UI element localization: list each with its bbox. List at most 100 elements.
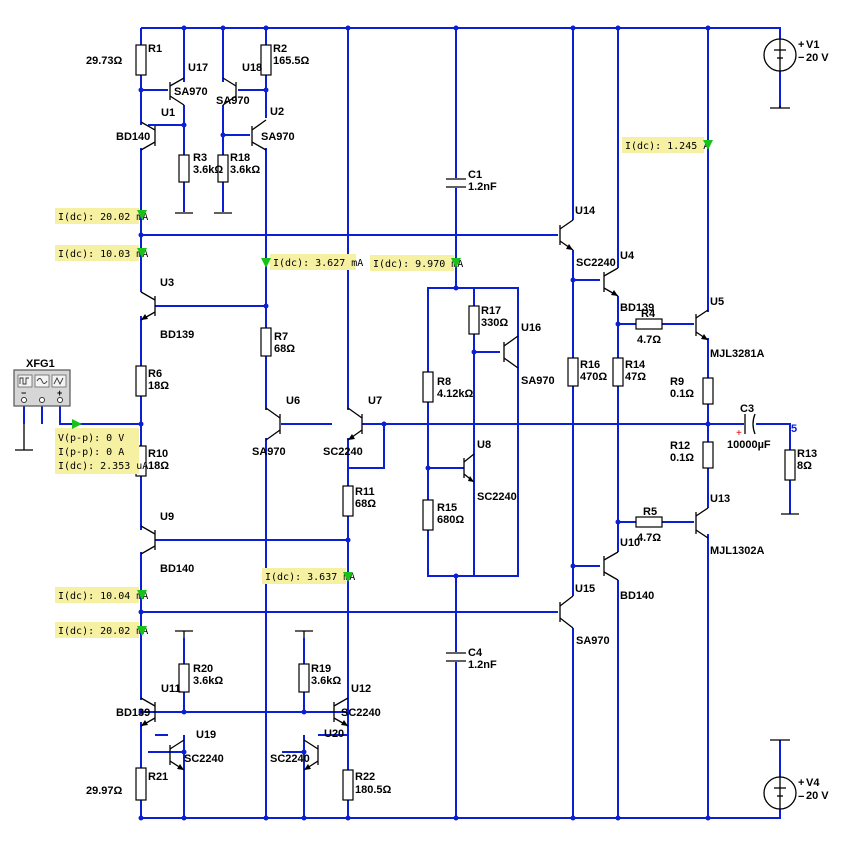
resistor-r2[interactable] xyxy=(260,44,272,76)
probe-3[interactable]: I(dc): 3.627 mA xyxy=(261,254,363,270)
capacitor-c4[interactable] xyxy=(446,652,466,662)
svg-text:MJL3281A: MJL3281A xyxy=(710,348,764,360)
svg-text:U4: U4 xyxy=(620,250,635,262)
transistor-u13[interactable] xyxy=(695,507,709,539)
svg-text:R2: R2 xyxy=(273,43,287,55)
probe-input[interactable]: V(p-p): 0 V I(p-p): 0 A I(dc): 2.353 uA xyxy=(55,419,148,474)
resistor-r13[interactable] xyxy=(784,449,796,481)
transistor-u6[interactable] xyxy=(265,407,281,441)
transistor-u5[interactable] xyxy=(695,309,709,341)
probe-6[interactable]: I(dc): 3.637 mA xyxy=(262,568,355,584)
svg-text:3.6kΩ: 3.6kΩ xyxy=(311,675,341,687)
probe-4[interactable]: I(dc): 9.970 mA xyxy=(370,255,463,271)
svg-text:V4: V4 xyxy=(806,777,820,789)
transistor-u3[interactable] xyxy=(140,291,156,321)
svg-text:I(dc): 20.02 mA: I(dc): 20.02 mA xyxy=(58,626,148,637)
resistor-r19[interactable] xyxy=(298,663,310,693)
transistor-u19[interactable] xyxy=(169,739,185,771)
svg-text:C3: C3 xyxy=(740,403,754,415)
capacitor-c1[interactable] xyxy=(446,178,466,188)
svg-text:3.6kΩ: 3.6kΩ xyxy=(193,675,223,687)
probe-1[interactable]: I(dc): 20.02 mA xyxy=(55,208,148,224)
svg-text:1.2nF: 1.2nF xyxy=(468,659,497,671)
transistor-u17[interactable] xyxy=(169,77,185,106)
svg-text:U18: U18 xyxy=(242,62,262,74)
svg-text:BD139: BD139 xyxy=(116,707,150,719)
square-wave-icon xyxy=(19,377,29,385)
svg-text:18Ω: 18Ω xyxy=(148,380,169,392)
svg-text:R8: R8 xyxy=(437,376,451,388)
resistor-r18[interactable] xyxy=(217,154,229,183)
svg-text:C1: C1 xyxy=(468,169,482,181)
transistor-u16[interactable] xyxy=(503,335,519,369)
transistor-u15[interactable] xyxy=(559,595,574,629)
svg-text:I(dc): 3.627 mA: I(dc): 3.627 mA xyxy=(273,258,363,269)
svg-text:+: + xyxy=(798,39,804,51)
resistor-r22[interactable] xyxy=(342,769,354,801)
transistor-u1[interactable] xyxy=(140,121,156,151)
resistor-r4[interactable] xyxy=(635,318,663,330)
svg-text:R6: R6 xyxy=(148,368,162,380)
resistor-r12[interactable] xyxy=(702,441,714,469)
svg-text:68Ω: 68Ω xyxy=(274,343,295,355)
resistor-r3[interactable] xyxy=(178,154,190,183)
svg-text:470Ω: 470Ω xyxy=(580,371,607,383)
svg-text:U17: U17 xyxy=(188,62,208,74)
svg-text:BD140: BD140 xyxy=(116,131,150,143)
svg-text:R7: R7 xyxy=(274,331,288,343)
transistor-u9[interactable] xyxy=(140,525,156,555)
probe-8[interactable]: I(dc): 20.02 mA xyxy=(55,622,148,638)
capacitor-c3[interactable]: + xyxy=(736,413,756,439)
probe-2[interactable]: I(dc): 10.03 mA xyxy=(55,245,148,261)
svg-text:U20: U20 xyxy=(324,728,344,740)
svg-text:I(dc): 10.03 mA: I(dc): 10.03 mA xyxy=(58,249,148,260)
svg-text:SA970: SA970 xyxy=(216,95,250,107)
transistor-u14[interactable] xyxy=(559,219,574,251)
transistor-u11[interactable] xyxy=(140,697,156,727)
transistor-u10[interactable] xyxy=(603,551,619,581)
svg-text:8Ω: 8Ω xyxy=(797,460,812,472)
transistor-u18[interactable] xyxy=(222,77,237,106)
resistor-r21[interactable] xyxy=(135,767,147,801)
resistor-r1[interactable] xyxy=(135,44,147,76)
transistor-u20[interactable] xyxy=(303,739,319,771)
resistor-r17[interactable] xyxy=(468,305,480,335)
svg-text:I(dc): 9.970 mA: I(dc): 9.970 mA xyxy=(373,259,463,270)
resistor-r20[interactable] xyxy=(178,663,190,693)
svg-text:4.7Ω: 4.7Ω xyxy=(637,334,661,346)
probe-5[interactable]: I(dc): 1.245 A xyxy=(622,137,713,153)
svg-text:330Ω: 330Ω xyxy=(481,317,508,329)
resistor-r7[interactable] xyxy=(260,327,272,357)
transistor-u8[interactable] xyxy=(463,453,475,483)
resistor-r16[interactable] xyxy=(567,357,579,387)
probe-7[interactable]: I(dc): 10.04 mA xyxy=(55,587,148,603)
resistor-r15[interactable] xyxy=(422,499,434,531)
resistor-r14[interactable] xyxy=(612,357,624,387)
transistor-u12[interactable] xyxy=(333,697,349,727)
svg-text:0.1Ω: 0.1Ω xyxy=(670,452,694,464)
transistor-u7[interactable] xyxy=(347,407,363,441)
svg-text:U8: U8 xyxy=(477,439,491,451)
svg-text:U15: U15 xyxy=(575,583,595,595)
resistor-r9[interactable] xyxy=(702,377,714,405)
resistor-r5[interactable] xyxy=(635,516,663,528)
svg-text:U9: U9 xyxy=(160,511,174,523)
svg-text:U11: U11 xyxy=(161,683,181,695)
dc-source-v4[interactable] xyxy=(763,776,797,810)
resistors xyxy=(135,44,796,801)
transistor-u4[interactable] xyxy=(603,267,619,297)
svg-text:R9: R9 xyxy=(670,376,684,388)
transistor-u2[interactable] xyxy=(251,119,267,151)
svg-text:U19: U19 xyxy=(196,729,216,741)
component-labels: R1 29.73Ω R2 165.5Ω R3 3.6kΩ R18 3.6kΩ R… xyxy=(21,39,829,803)
resistor-r6[interactable] xyxy=(135,365,147,397)
resistor-r11[interactable] xyxy=(342,485,354,517)
svg-text:SA970: SA970 xyxy=(252,446,286,458)
dc-source-v1[interactable] xyxy=(763,38,797,72)
resistor-r8[interactable] xyxy=(422,371,434,403)
svg-text:47Ω: 47Ω xyxy=(625,371,646,383)
svg-text:BD139: BD139 xyxy=(160,329,194,341)
function-generator[interactable] xyxy=(13,369,71,407)
svg-text:+: + xyxy=(798,777,804,789)
